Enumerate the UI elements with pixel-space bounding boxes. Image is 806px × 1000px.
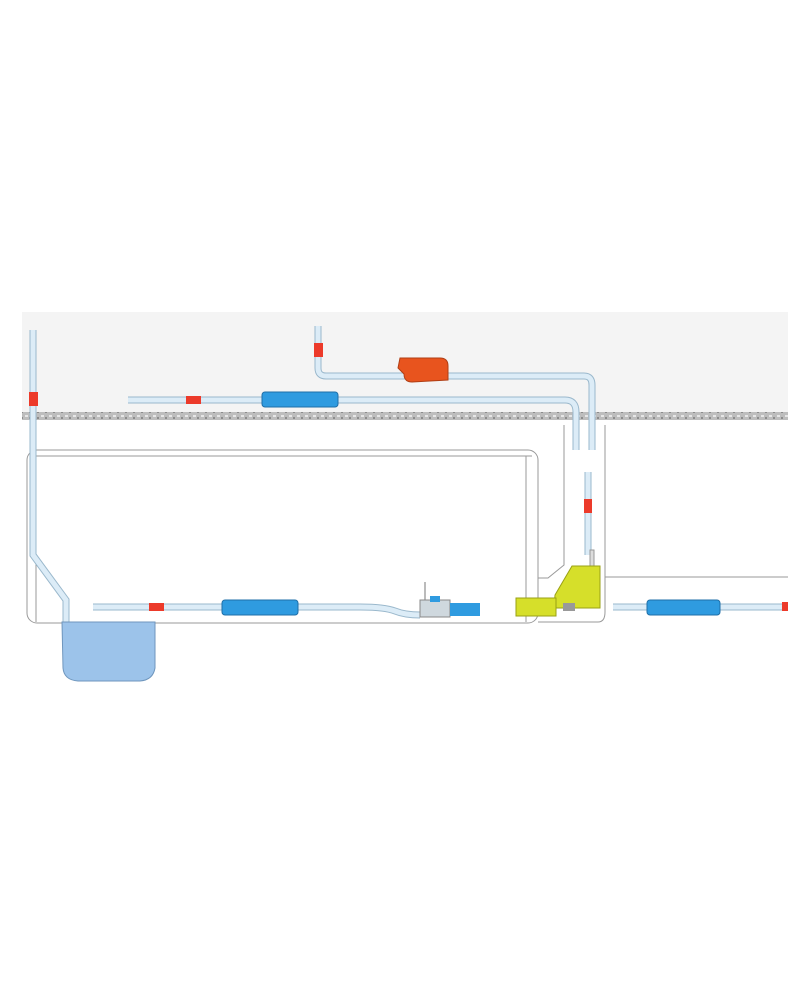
orange-pump-icon <box>397 357 449 383</box>
room-outline <box>26 425 788 624</box>
valve-icon <box>29 392 38 406</box>
pipes <box>29 326 788 622</box>
valve-icon <box>314 343 323 357</box>
filter-icon <box>646 599 721 616</box>
valve-icon <box>186 396 201 404</box>
yellow-pump-icon <box>515 549 601 617</box>
filter-icon <box>221 599 299 616</box>
valve-icon <box>584 499 592 513</box>
filter-icon <box>261 391 339 408</box>
mini-pump-icon <box>419 582 480 618</box>
ceiling-slab <box>22 412 788 420</box>
valve-icon <box>782 602 788 611</box>
condensate-tank <box>61 621 156 682</box>
valve-icon <box>149 603 164 611</box>
